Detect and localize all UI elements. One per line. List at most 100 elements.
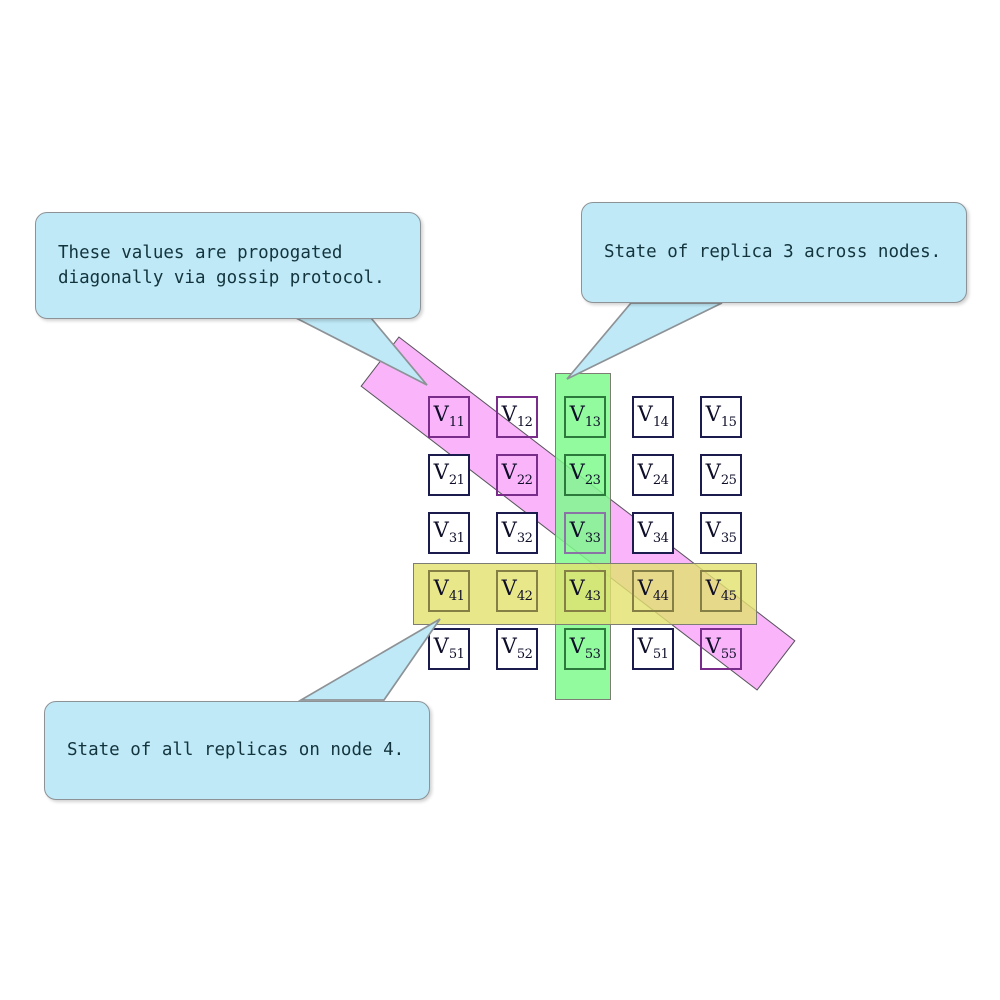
value-cell-label: V43	[569, 576, 601, 605]
value-cell-label: V41	[433, 576, 465, 605]
callout-replica-3-text: State of replica 3 across nodes.	[604, 242, 942, 263]
value-subscript: 41	[448, 589, 465, 605]
value-cell-r1c4[interactable]: V14	[632, 396, 674, 438]
value-cell-r2c5[interactable]: V25	[700, 454, 742, 496]
value-cell-label: V51	[637, 634, 669, 663]
callout-replica-3: State of replica 3 across nodes.	[581, 202, 967, 303]
value-cell-r3c5[interactable]: V35	[700, 512, 742, 554]
value-symbol: V	[501, 460, 517, 485]
value-cell-label: V15	[705, 402, 737, 431]
value-subscript: 14	[652, 415, 669, 431]
value-symbol: V	[501, 402, 517, 427]
value-subscript: 31	[448, 531, 465, 547]
value-symbol: V	[569, 460, 585, 485]
value-cell-r5c5[interactable]: V55	[700, 628, 742, 670]
value-symbol: V	[501, 576, 517, 601]
value-symbol: V	[705, 518, 721, 543]
value-cell-r3c2[interactable]: V32	[496, 512, 538, 554]
value-cell-r2c3[interactable]: V23	[564, 454, 606, 496]
value-symbol: V	[637, 576, 653, 601]
value-cell-r5c1[interactable]: V51	[428, 628, 470, 670]
value-cell-label: V23	[569, 460, 601, 489]
value-subscript: 24	[652, 473, 669, 489]
value-cell-r1c1[interactable]: V11	[428, 396, 470, 438]
value-subscript: 21	[448, 473, 465, 489]
value-symbol: V	[433, 460, 449, 485]
value-cell-r3c1[interactable]: V31	[428, 512, 470, 554]
value-cell-label: V55	[705, 634, 737, 662]
value-cell-r4c4[interactable]: V44	[632, 570, 674, 612]
value-cell-r1c5[interactable]: V15	[700, 396, 742, 438]
value-cell-r1c2[interactable]: V12	[496, 396, 538, 438]
value-cell-r1c3[interactable]: V13	[564, 396, 606, 438]
value-symbol: V	[637, 402, 653, 427]
value-subscript: 43	[584, 589, 601, 605]
value-symbol: V	[637, 460, 653, 485]
value-symbol: V	[569, 518, 585, 543]
value-subscript: 11	[448, 415, 465, 431]
callout-gossip-protocol: These values are propogated diagonally v…	[35, 212, 421, 319]
value-cell-label: V53	[569, 634, 601, 662]
value-cell-r2c4[interactable]: V24	[632, 454, 674, 496]
value-cell-label: V35	[705, 518, 737, 547]
value-cell-label: V12	[501, 402, 533, 430]
value-cell-r5c3[interactable]: V53	[564, 628, 606, 670]
value-subscript: 34	[652, 531, 669, 547]
value-cell-label: V14	[637, 402, 669, 431]
node-4-row-band	[413, 563, 757, 625]
value-cell-label: V32	[501, 518, 533, 547]
value-cell-label: V24	[637, 460, 669, 489]
value-cell-label: V51	[434, 636, 465, 662]
callout-node-4: State of all replicas on node 4.	[44, 701, 430, 800]
value-cell-r5c4[interactable]: V51	[632, 628, 674, 670]
value-symbol: V	[637, 634, 653, 659]
value-symbol: V	[569, 634, 585, 659]
value-cell-label: V11	[433, 402, 465, 431]
value-symbol: V	[433, 402, 449, 427]
value-symbol: V	[501, 518, 517, 543]
value-symbol: V	[705, 460, 721, 485]
value-subscript: 33	[584, 531, 601, 547]
value-cell-label: V21	[433, 460, 465, 489]
value-subscript: 52	[516, 647, 533, 663]
value-cell-label: V42	[501, 576, 533, 604]
value-symbol: V	[569, 402, 585, 427]
value-subscript: 44	[652, 589, 669, 605]
value-cell-r4c2[interactable]: V42	[496, 570, 538, 612]
value-symbol: V	[705, 402, 721, 427]
value-cell-r2c2[interactable]: V22	[496, 454, 538, 496]
value-cell-label: V33	[569, 518, 601, 547]
value-subscript: 22	[516, 473, 533, 489]
value-cell-label: V34	[637, 518, 669, 547]
value-cell-label: V31	[433, 518, 465, 547]
callout-node-4-text: State of all replicas on node 4.	[67, 740, 405, 761]
value-cell-r5c2[interactable]: V52	[496, 628, 538, 670]
value-symbol: V	[433, 576, 449, 601]
value-subscript: 25	[720, 473, 737, 489]
value-symbol: V	[501, 634, 517, 659]
value-symbol: V	[569, 576, 585, 601]
value-cell-r4c1[interactable]: V41	[428, 570, 470, 612]
value-cell-r2c1[interactable]: V21	[428, 454, 470, 496]
value-subscript: 32	[516, 531, 533, 547]
value-cell-r3c3[interactable]: V33	[564, 512, 606, 554]
value-subscript: 13	[584, 415, 601, 431]
value-symbol: V	[433, 518, 449, 543]
value-cell-label: V22	[501, 460, 533, 489]
value-symbol: V	[637, 518, 653, 543]
value-cell-label: V45	[706, 578, 737, 605]
value-cell-r4c3[interactable]: V43	[564, 570, 606, 612]
value-subscript: 45	[720, 589, 737, 605]
value-cell-r3c4[interactable]: V34	[632, 512, 674, 554]
value-subscript: 15	[720, 415, 737, 431]
value-cell-label: V13	[569, 402, 601, 431]
value-subscript: 23	[584, 473, 601, 489]
value-cell-r4c5[interactable]: V45	[700, 570, 742, 612]
value-subscript: 51	[652, 647, 669, 663]
value-subscript: 35	[720, 531, 737, 547]
value-symbol: V	[705, 634, 721, 659]
value-cell-label: V52	[501, 634, 533, 663]
